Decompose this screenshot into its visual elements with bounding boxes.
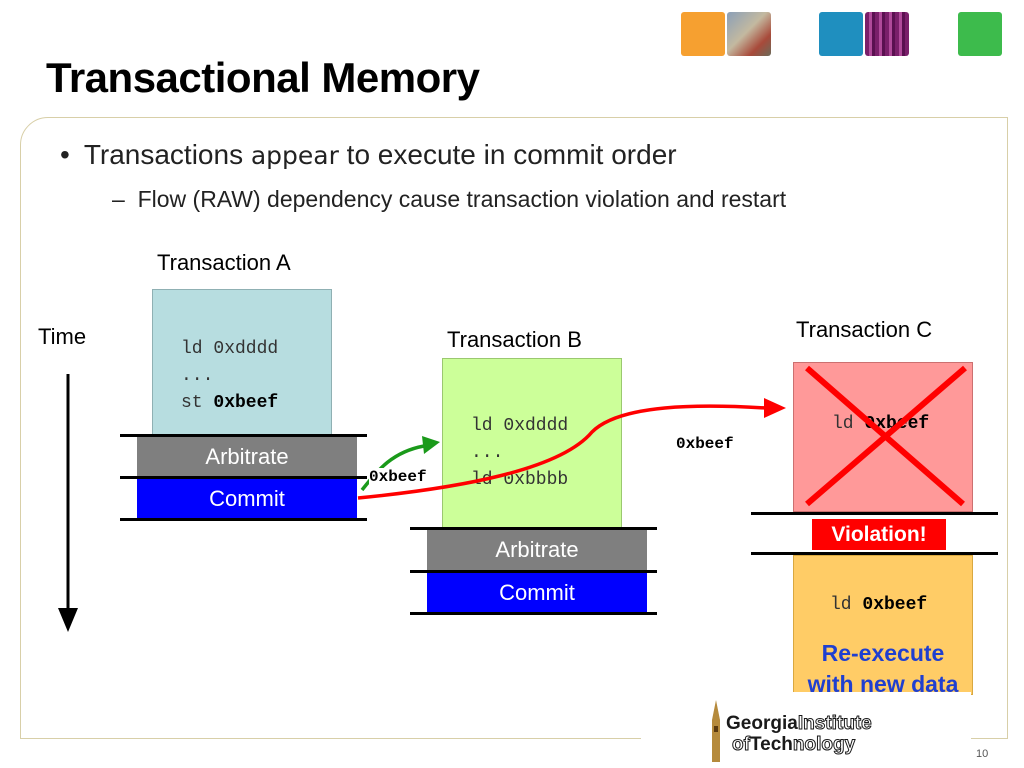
violation-badge: Violation! [812, 519, 946, 550]
transaction-c-divider-bottom [751, 552, 998, 555]
transaction-b-label: Transaction B [447, 327, 582, 352]
header-tile-teal [819, 12, 863, 56]
logo-backdrop [641, 692, 971, 768]
cross-out-icon [805, 365, 967, 507]
transaction-a-box: ld 0xdddd ... st 0xbeef [152, 289, 332, 436]
green-arrow-path [360, 444, 425, 492]
page-number: 10 [976, 748, 989, 760]
bullet-sub: – Flow (RAW) dependency cause transactio… [112, 186, 786, 213]
transaction-a-code-line2: ... [181, 366, 214, 386]
red-arrow-path [357, 404, 767, 500]
transaction-a-label: Transaction A [157, 250, 291, 275]
slide-title: Transactional Memory [46, 54, 480, 101]
transaction-a-divider-top [120, 434, 367, 437]
logo-wordmark: GeorgiaInstitute ofTechnology [726, 713, 872, 756]
transaction-a-code-line1: ld 0xdddd [181, 339, 279, 359]
transaction-a-divider-bottom [120, 518, 367, 521]
green-arrow-head-icon [422, 436, 440, 454]
content-frame [20, 117, 1008, 739]
transaction-b-divider-bottom [410, 612, 657, 615]
transaction-c-retry-box: ld 0xbeef [793, 555, 973, 695]
transaction-b-commit: Commit [427, 573, 647, 613]
reexecute-line1: Re-execute [821, 640, 945, 666]
bullet-sub-text: Flow (RAW) dependency cause transaction … [137, 186, 787, 212]
transaction-a-code-op: st [181, 393, 214, 413]
header-tile-orange [681, 12, 725, 56]
header-tile-photo-circuit [865, 12, 909, 56]
transaction-b-divider-mid [410, 570, 657, 573]
reexecute-note: Re-execute with new data [793, 638, 973, 700]
header-tile-green [958, 12, 1002, 56]
transaction-c-code-op: ld [832, 414, 865, 434]
logo-institute: Institute [797, 713, 872, 734]
transaction-a-divider-mid [120, 476, 367, 479]
bullet-sub-dash: – [112, 186, 125, 212]
bullet-main-suffix: to execute in commit order [338, 139, 677, 170]
time-arrow-icon [58, 374, 78, 632]
transaction-c-retry-op: ld [830, 595, 863, 615]
transaction-b-code-line1: ld 0xdddd [471, 416, 569, 436]
arrow-label-c: 0xbeef [676, 435, 734, 453]
transaction-b-box: ld 0xdddd ... ld 0xbbbb [442, 358, 622, 529]
bullet-dot-icon: • [60, 139, 70, 170]
logo-tech: Tech [749, 734, 793, 755]
tech-tower-logo-icon [712, 700, 720, 762]
transaction-b-code: ld 0xdddd ... ld 0xbbbb [471, 413, 568, 494]
transaction-a-code: ld 0xdddd ... st 0xbeef [181, 336, 278, 417]
transaction-b-code-line2: ... [471, 443, 504, 463]
reexecute-line2: with new data [807, 671, 959, 697]
arrow-label-b: 0xbeef [369, 468, 427, 486]
red-arrow-head-icon [764, 398, 786, 418]
transaction-a-arbitrate: Arbitrate [137, 437, 357, 477]
header-tile-photo-campus [727, 12, 771, 56]
transaction-c-label: Transaction C [796, 317, 933, 342]
logo-of: of [732, 734, 751, 755]
transaction-c-retry-code: ld 0xbeef [830, 592, 927, 619]
transaction-b-arbitrate: Arbitrate [427, 530, 647, 570]
transaction-a-code-addr: 0xbeef [213, 393, 279, 413]
transaction-b-divider-top [410, 527, 657, 530]
logo-nology: nology [792, 734, 856, 755]
transaction-a-commit: Commit [137, 479, 357, 519]
transaction-c-divider-top [751, 512, 998, 515]
transaction-c-retry-addr: 0xbeef [862, 595, 928, 615]
bullet-main-prefix: Transactions [83, 139, 251, 170]
logo-georgia: Georgia [726, 713, 798, 734]
time-label: Time [38, 324, 87, 349]
bullet-main-emphasis: appear [250, 141, 339, 170]
bullet-main: • Transactions appear to execute in commi… [60, 139, 677, 171]
